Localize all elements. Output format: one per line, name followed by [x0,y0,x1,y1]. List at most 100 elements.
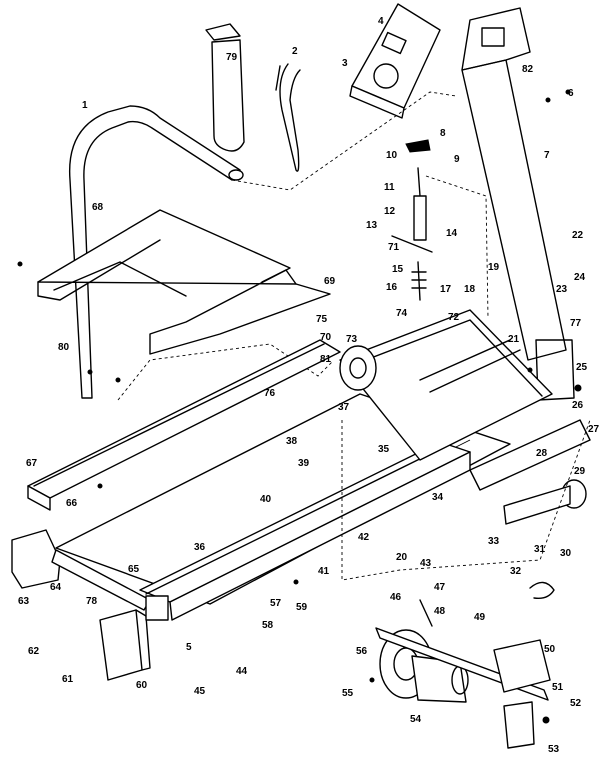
lift-rod-assembly [391,139,433,301]
part-label-49: 49 [474,612,486,623]
part-label-31: 31 [534,544,546,555]
part-label-35: 35 [378,444,390,455]
part-label-22: 22 [572,230,584,241]
part-label-36: 36 [194,542,206,553]
part-label-17: 17 [440,284,452,295]
cable-part [275,63,301,172]
right-side-rail [139,441,471,621]
part-label-14: 14 [446,228,458,239]
wheel [503,479,587,525]
part-label-52: 52 [570,698,582,709]
part-label-32: 32 [510,566,522,577]
part-label-43: 43 [420,558,432,569]
part-label-50: 50 [544,644,556,655]
part-label-6: 6 [568,88,574,99]
part-label-80: 80 [58,342,70,353]
part-label-48: 48 [434,606,446,617]
foot [503,701,535,749]
part-label-68: 68 [92,202,104,213]
part-label-25: 25 [576,362,588,373]
part-label-54: 54 [410,714,422,725]
console [349,3,441,119]
motor-hood [37,209,331,355]
part-label-3: 3 [342,58,348,69]
part-label-82: 82 [522,64,534,75]
part-label-12: 12 [384,206,396,217]
part-label-62: 62 [28,646,40,657]
part-label-39: 39 [298,458,310,469]
handrail [68,105,244,399]
part-label-56: 56 [356,646,368,657]
part-label-15: 15 [392,264,404,275]
part-label-71: 71 [388,242,400,253]
bracket [493,639,551,693]
part-label-53: 53 [548,744,560,755]
part-label-27: 27 [588,424,600,435]
part-label-21: 21 [508,334,520,345]
part-label-20: 20 [396,552,408,563]
part-label-16: 16 [386,282,398,293]
frame [339,309,591,491]
part-label-44: 44 [236,666,248,677]
part-label-11: 11 [384,182,395,193]
part-label-60: 60 [136,680,148,691]
part-label-55: 55 [342,688,354,699]
part-label-38: 38 [286,436,298,447]
part-label-79: 79 [226,52,238,63]
part-label-33: 33 [488,536,500,547]
part-label-76: 76 [264,388,276,399]
part-label-9: 9 [454,154,460,165]
part-label-61: 61 [62,674,74,685]
front-roller-pulley [339,345,377,391]
part-label-78: 78 [86,596,98,607]
part-label-77: 77 [570,318,582,329]
part-label-4: 4 [378,16,384,27]
part-label-42: 42 [358,532,370,543]
part-label-26: 26 [572,400,584,411]
part-label-51: 51 [552,682,564,693]
part-label-1: 1 [82,100,88,111]
part-label-64: 64 [50,582,62,593]
part-label-72: 72 [448,312,460,323]
part-label-10: 10 [386,150,398,161]
part-label-28: 28 [536,448,548,459]
end-caps [11,529,151,681]
cable-loop [529,581,555,600]
part-label-57: 57 [270,598,282,609]
part-label-13: 13 [366,220,378,231]
part-label-81: 81 [320,354,332,365]
hardware-screws [17,89,582,724]
left-side-rail [27,339,341,511]
part-label-47: 47 [434,582,446,593]
part-label-18: 18 [464,284,476,295]
part-label-37: 37 [338,402,350,413]
part-label-34: 34 [432,492,444,503]
part-label-46: 46 [390,592,402,603]
part-label-59: 59 [296,602,308,613]
part-label-69: 69 [324,276,336,287]
part-label-7: 7 [544,150,550,161]
part-label-65: 65 [128,564,140,575]
part-label-74: 74 [396,308,408,319]
part-label-24: 24 [574,272,586,283]
part-label-29: 29 [574,466,586,477]
part-label-2: 2 [292,46,298,57]
part-label-41: 41 [318,566,330,577]
part-label-5: 5 [186,642,192,653]
sleeve-part [205,23,245,152]
part-label-67: 67 [26,458,38,469]
part-label-8: 8 [440,128,446,139]
part-label-23: 23 [556,284,568,295]
part-label-75: 75 [316,314,328,325]
rear-roller [51,549,169,621]
part-label-19: 19 [488,262,500,273]
part-label-70: 70 [320,332,332,343]
part-label-58: 58 [262,620,274,631]
part-label-73: 73 [346,334,358,345]
part-label-40: 40 [260,494,272,505]
part-label-30: 30 [560,548,572,559]
part-label-45: 45 [194,686,206,697]
part-label-66: 66 [66,498,78,509]
